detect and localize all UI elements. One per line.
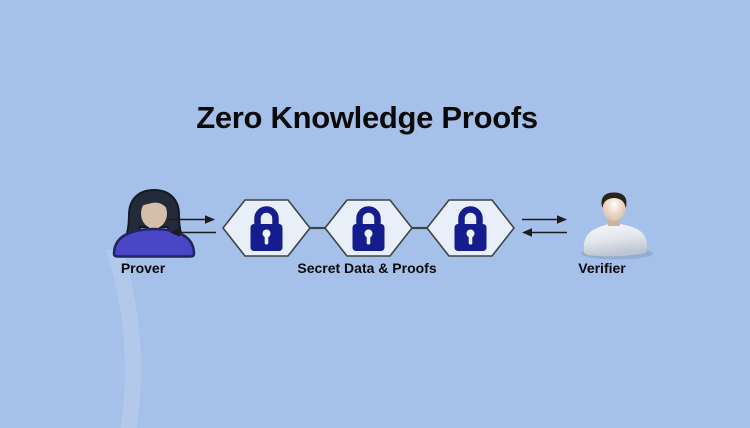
arrow-right-icon: [169, 215, 215, 224]
hexagon-badge: [425, 199, 516, 257]
page-title: Zero Knowledge Proofs: [196, 100, 538, 135]
prover-label: Prover: [120, 260, 166, 276]
hexagon-badge: [221, 199, 312, 257]
watermark-arc: [105, 250, 141, 428]
prover-hair-fringe: [141, 194, 169, 211]
verifier-hair: [601, 192, 627, 208]
prover-avatar: [112, 189, 196, 258]
arrow-left-icon: [170, 228, 216, 237]
prover-face: [141, 198, 167, 229]
arrow-right-icon: [522, 215, 567, 224]
arrow-left-icon: [522, 228, 567, 237]
hexagon-badge: [323, 199, 414, 257]
padlock-icon: [352, 206, 385, 251]
verifier-torso: [583, 223, 648, 257]
left-arrow-pair: [169, 215, 216, 237]
hexagon-chain: [221, 199, 516, 257]
padlock-icon: [250, 206, 283, 251]
verifier-avatar: [581, 192, 653, 260]
right-arrow-pair: [522, 215, 567, 237]
secret-data-label: Secret Data & Proofs: [297, 260, 437, 276]
verifier-face: [602, 193, 626, 221]
verifier-label: Verifier: [578, 260, 626, 276]
padlock-icon: [454, 206, 487, 251]
